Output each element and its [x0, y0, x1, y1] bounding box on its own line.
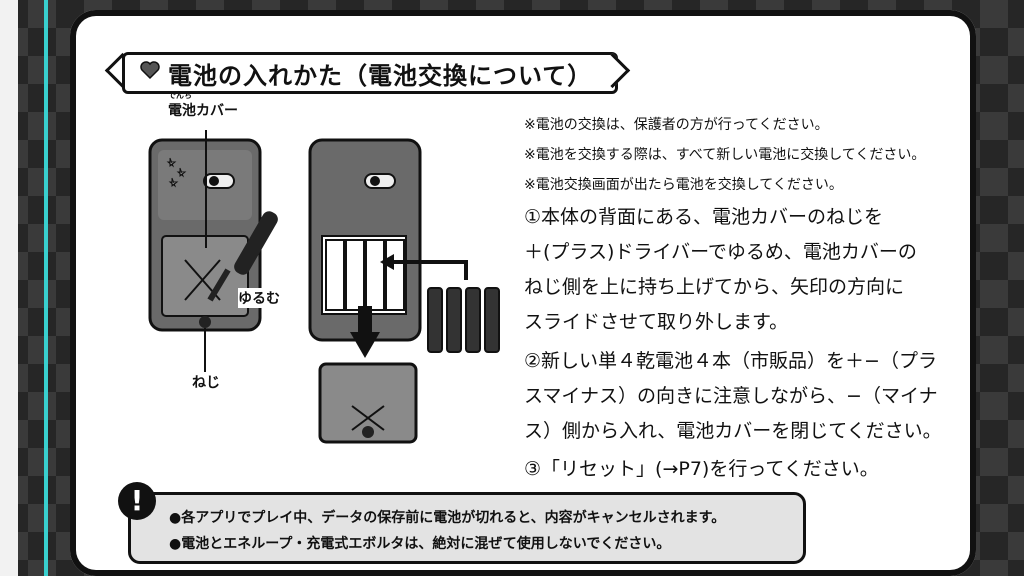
page-title: 電池の入れかた（電池交換について） — [168, 62, 593, 90]
battery-cover — [318, 362, 418, 444]
heart-icon — [140, 61, 160, 80]
insert-arrow — [380, 254, 468, 280]
warning-line: ●電池とエネループ・充電式エボルタは、絶対に混ぜて使用しないでください。 — [169, 536, 671, 552]
slide-down-arrow — [350, 306, 380, 358]
batteries — [427, 287, 500, 353]
step-1: ①本体の背面にある、電池カバーのねじを ＋(プラス)ドライバーでゆるめ、電池カバ… — [524, 206, 917, 333]
note-item: ※電池交換画面が出たら電池を交換してください。 — [524, 177, 843, 193]
screwdriver — [207, 211, 278, 302]
notes-list: ※電池の交換は、保護者の方が行ってください。 ※電池を交換する際は、すべて新しい… — [524, 110, 925, 200]
battery-diagram — [148, 130, 500, 444]
warning-icon: ! — [118, 482, 156, 520]
step-3: ③「リセット」(→P7)を行ってください。 — [524, 458, 879, 480]
loosen-label: ゆるむ — [238, 288, 280, 308]
battery-cover-label: でんち 電池カバー — [168, 91, 238, 119]
note-item: ※電池の交換は、保護者の方が行ってください。 — [524, 117, 829, 133]
screw-label: ねじ — [192, 375, 220, 391]
cyan-accent-line — [44, 0, 48, 576]
left-edge-strip — [0, 0, 18, 576]
note-item: ※電池を交換する際は、すべて新しい電池に交換してください。 — [524, 147, 926, 163]
device-back-right — [308, 138, 422, 342]
step-2: ②新しい単４乾電池４本（市販品）を＋−（プラ スマイナス）の向きに注意しながら、… — [524, 350, 942, 442]
warning-line: ●各アプリでプレイ中、データの保存前に電池が切れると、内容がキャンセルされます。 — [169, 510, 726, 526]
warning-box: ●各アプリでプレイ中、データの保存前に電池が切れると、内容がキャンセルされます。… — [128, 492, 806, 564]
